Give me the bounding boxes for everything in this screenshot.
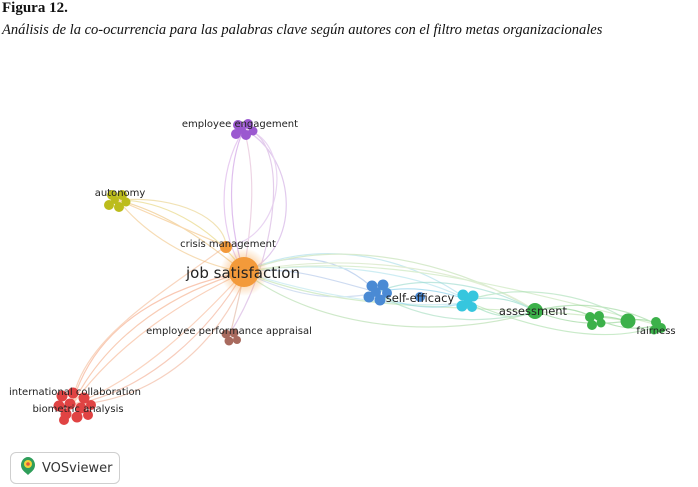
node-self-efficacy[interactable] [363,279,426,306]
node-international-collaboration[interactable] [53,387,97,426]
node-autonomy[interactable] [104,190,131,212]
label-autonomy: autonomy [95,188,146,199]
node-employee-engagement[interactable] [231,119,258,140]
node-assessment[interactable] [527,303,543,319]
label-biometric-analysis: biometric analysis [32,404,123,415]
label-employee-performance-appraisal: employee performance appraisal [146,326,312,337]
figure-title: Figura 12. [2,0,68,16]
label-employee-engagement: employee engagement [182,119,298,130]
figure-subtitle: Análisis de la co-ocurrencia para las pa… [2,22,603,38]
node-fairness[interactable] [649,317,667,335]
label-international-collaboration: international collaboration [9,387,141,398]
node-green-cluster[interactable] [585,311,636,330]
vosviewer-logo-text: VOSviewer [42,460,113,476]
vosviewer-logo-icon [19,456,37,481]
links-red [71,245,247,406]
label-self-efficacy: self-efficacy [386,291,455,305]
label-job-satisfaction: job satisfaction [185,264,300,282]
label-crisis-management: crisis management [180,239,276,250]
node-cyan-cluster[interactable] [456,289,479,313]
vosviewer-badge[interactable]: VOSviewer [10,452,120,484]
node-employee-performance-appraisal[interactable] [221,328,242,346]
label-assessment: assessment [499,304,568,318]
node-crisis-management[interactable] [220,241,232,253]
label-fairness: fairness [636,326,675,337]
node-job-satisfaction[interactable] [220,248,268,296]
